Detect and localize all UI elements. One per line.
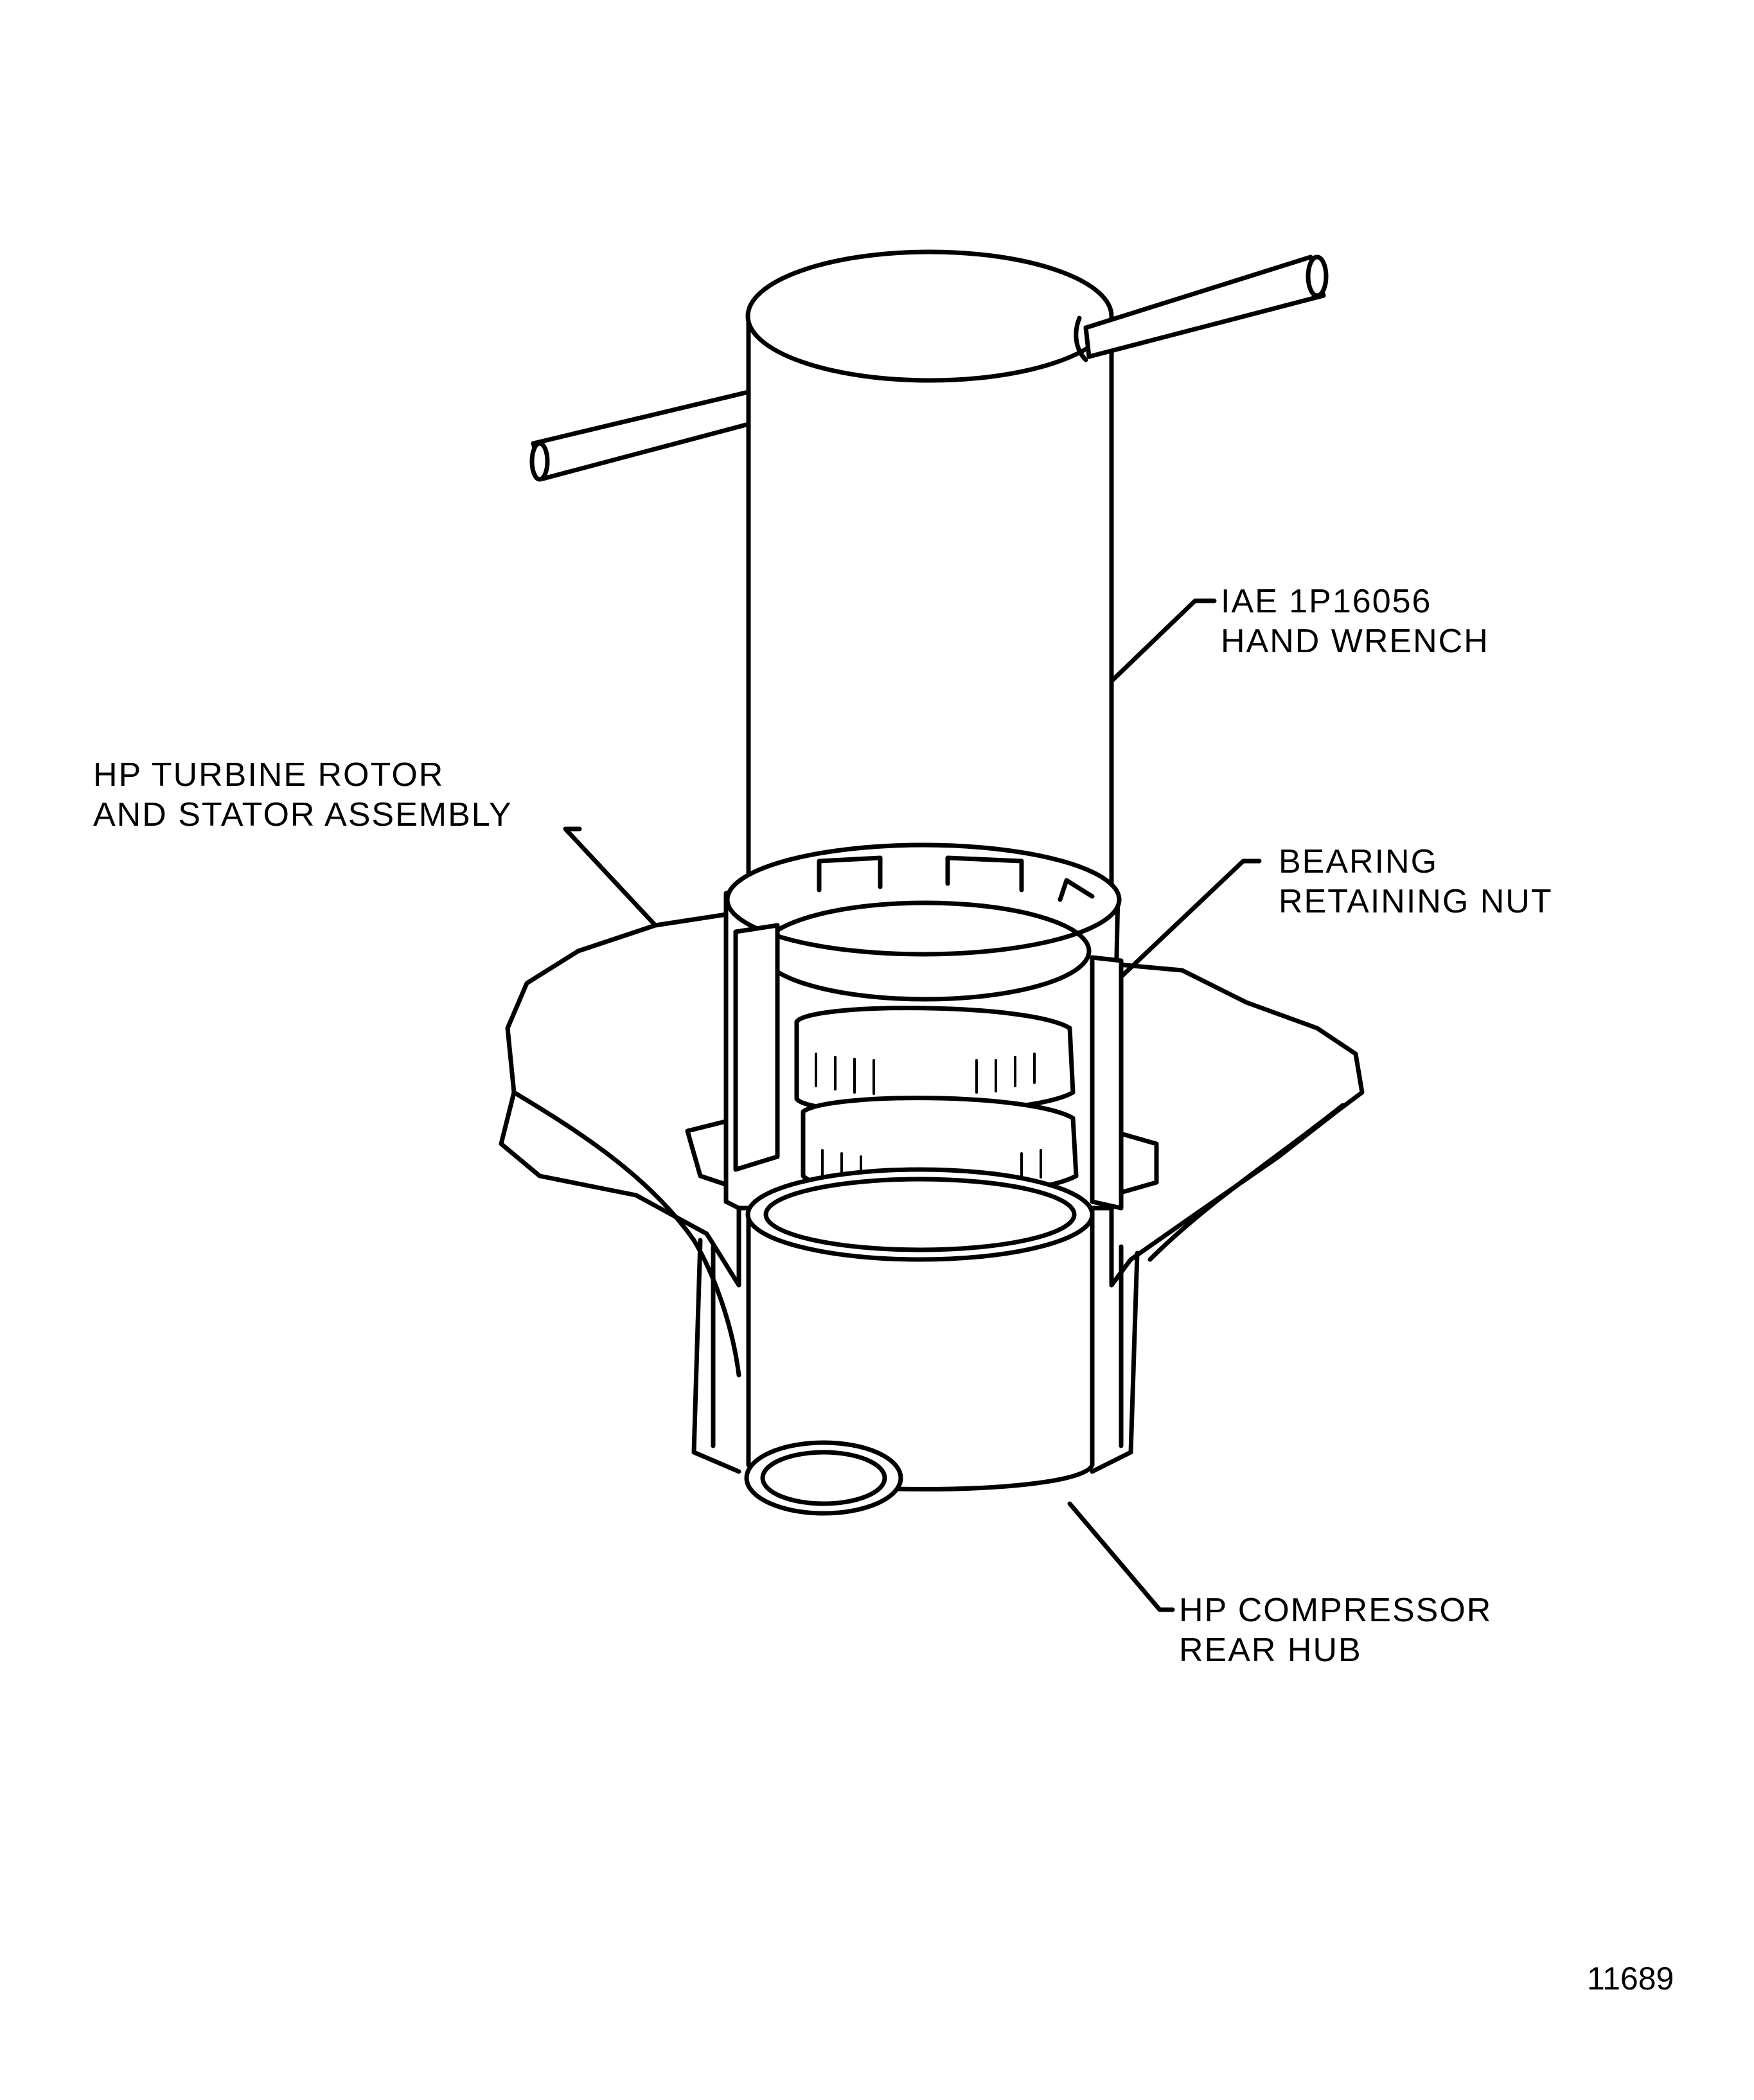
compressor-hub-label-line2: REAR HUB xyxy=(1179,1632,1362,1669)
turbine-stator-assembly xyxy=(499,910,1365,1474)
leader-compressor-hub xyxy=(1067,1501,1175,1612)
leader-hand-wrench xyxy=(1109,598,1217,684)
compressor-hub-label-line1: HP COMPRESSOR xyxy=(1179,1592,1493,1629)
leader-bearing-nut xyxy=(1119,859,1262,979)
hand-wrench-label-line1: IAE 1P16056 xyxy=(1221,583,1432,620)
turbine-assembly-label-line2: AND STATOR ASSEMBLY xyxy=(93,796,513,833)
bearing-nut-label-line2: RETAINING NUT xyxy=(1279,883,1553,920)
compressor-rear-hub xyxy=(744,1167,1095,1516)
bearing-retaining-nut xyxy=(794,1006,1079,1198)
bearing-nut-label-line1: BEARING xyxy=(1279,843,1439,880)
figure-number: 11689 xyxy=(1587,1961,1674,1997)
bearing-nut-label: BEARING RETAINING NUT xyxy=(1279,842,1553,921)
compressor-hub-label: HP COMPRESSOR REAR HUB xyxy=(1179,1590,1492,1670)
hand-wrench xyxy=(529,249,1329,902)
leader-turbine-assembly xyxy=(563,826,658,928)
hand-wrench-label: IAE 1P16056 HAND WRENCH xyxy=(1221,582,1489,661)
turbine-assembly-label-line1: HP TURBINE ROTOR xyxy=(93,756,445,794)
turbine-assembly-label: HP TURBINE ROTOR AND STATOR ASSEMBLY xyxy=(93,755,513,835)
leader-lines xyxy=(563,598,1262,1612)
hand-wrench-label-line2: HAND WRENCH xyxy=(1221,623,1489,660)
